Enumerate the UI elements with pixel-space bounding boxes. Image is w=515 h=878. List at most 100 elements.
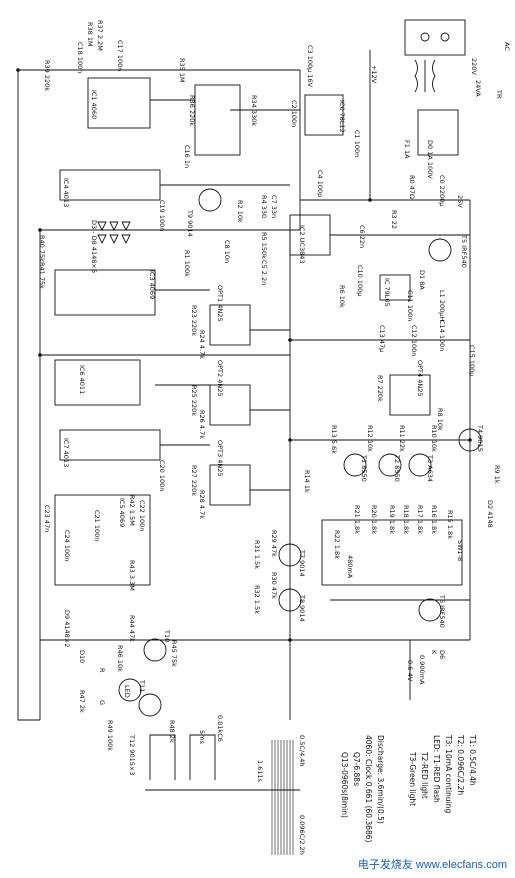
c7-label: C7 33n (270, 195, 278, 218)
r47-label: R47 2k (78, 690, 86, 713)
r16-label: R16 1.8k (430, 505, 438, 534)
meter-current-label: 0.900mA (418, 655, 426, 685)
r36-label: R36 220k (188, 95, 196, 126)
c1-label: C1 100n (353, 130, 361, 157)
note-discharge: Discharge: 3.6min/(0.5) (376, 735, 385, 824)
regulator-label: IC0 78L12 (338, 100, 346, 133)
r45-label: R45 75k (170, 640, 178, 667)
r41-label: R41 75k (38, 262, 46, 289)
c23-label: C23 47n (43, 505, 51, 532)
r10-label: R10 10k (430, 425, 438, 452)
r40-label: R40 75k (38, 235, 46, 262)
opt3-label: OPT3 4N25 (216, 440, 224, 476)
note-q13: Q13-0960s(8min) (340, 752, 349, 818)
c12-label: C12 100n (410, 325, 418, 356)
led-label: LED (123, 685, 131, 698)
waveform-label-1: 0.5C/4.4h (298, 735, 306, 767)
meter-voltage-label: 0.6-4V (406, 660, 414, 682)
r42-label: R42 1.5M (128, 495, 136, 526)
note-led-t2: T2-RED light (420, 751, 429, 799)
r27-label: R27 220k (190, 465, 198, 496)
r31-label: R31 1.5k (253, 540, 261, 569)
t10-label: T10 (163, 629, 171, 642)
r3-label: R3 22 (390, 210, 398, 229)
r44-label: R44 47k (128, 615, 136, 642)
r46-label: R46 10k (116, 645, 124, 672)
mains-voltage-label: 220V (470, 58, 478, 75)
r12-label: R12 10k (366, 425, 374, 452)
t4-label: T4 9015 (476, 424, 484, 452)
note-t3: T3: 10mA continuing (444, 734, 453, 813)
d1-label: D1 8A (418, 270, 426, 290)
mains-connector-label: AC (503, 42, 511, 51)
c17-label: C17 100n (116, 40, 124, 71)
t9-label: T9 9014 (186, 209, 194, 237)
opt2-label: OPT2 4N25 (216, 360, 224, 396)
c24-label: C24 100n (63, 530, 71, 561)
r19-label: R19 1.8k (388, 505, 396, 534)
note-4060: 4060: Clock 0.661 (60.3686) (364, 735, 373, 843)
c15-label: C15 100μ (468, 345, 476, 376)
r6-label: R6 10k (338, 285, 346, 308)
waveform-label-2: 0.096C/2.2h (298, 815, 306, 855)
c5-label: C5 2.2n (260, 260, 268, 285)
r22-label: R22 1.8k (333, 530, 341, 559)
r26-label: R26 4.7k (198, 410, 206, 439)
t7-label: T7 9014 (298, 549, 306, 577)
r20-label: R20 1.8k (370, 505, 378, 534)
t11-label: T11 (138, 679, 146, 692)
led-green-label: G (98, 700, 106, 705)
c19-label: C19 100n (158, 200, 166, 231)
ic5-label: IC5 4069 (118, 498, 126, 527)
t3-label: T3 A634 (426, 454, 434, 482)
t12-label: T12 9015×3 (128, 734, 136, 775)
c6-label: C6 22n (358, 225, 366, 248)
c21-label: C21 100n (93, 510, 101, 541)
r17-label: R17 1.8k (416, 505, 424, 534)
r25-label: R25 220k (190, 385, 198, 416)
c16-label: C16 1n (183, 145, 191, 168)
note-t1: T1: 0.5C/4.4h (468, 734, 477, 786)
note-t2: T2: 0.096C/2.2h (456, 734, 465, 795)
r21-label: R21 1.8k (353, 505, 361, 534)
transformer-label: TR (495, 89, 503, 99)
r28-label: R28 4.7k (198, 490, 206, 519)
led-red-label: R (98, 668, 106, 673)
d3-d8-label: D3 - D8 4148×6 (90, 220, 98, 273)
r43-label: R43 3.3M (128, 560, 136, 591)
r39-label: R39 220k (43, 60, 51, 91)
c2-label: C2 100n (290, 100, 298, 127)
r34-label: R34 330k (250, 95, 258, 126)
r29-label: R29 47k (270, 530, 278, 557)
c10-label: C10 100μ (356, 265, 364, 296)
t5-label: T5 IRF540 (460, 234, 468, 268)
c11-label: C11 100n (406, 290, 414, 321)
r15-label: R15 1.8k (446, 510, 454, 539)
c0-label: C0 2200μ (438, 175, 446, 206)
c8-label: C8 10n (223, 240, 231, 263)
r49-label: R49 100k (106, 720, 114, 751)
switch-array-label: SW1-8 (456, 540, 464, 561)
d9-label: D9 4148×2 (63, 610, 71, 647)
r30-label: R30 47k (270, 572, 278, 599)
d10-label: D10 (78, 650, 86, 663)
r4-label: R4 330 (260, 195, 268, 218)
r32-label: R32 1.5k (253, 585, 261, 614)
c4-label: C4 100p (316, 170, 324, 197)
waveform-top-label: 0.01kC6 (216, 715, 224, 742)
opt1-label: OPT1 4N25 (216, 285, 224, 321)
k-label: K (430, 650, 438, 655)
watermark: 电子发烧友 www.elecfans.com (357, 859, 507, 871)
r1-label: R1 100k (183, 250, 191, 277)
ic-79l05-label: IC 79L05 (383, 278, 391, 307)
l1-label: L1 200μH (438, 290, 446, 321)
d0-label: D0 1A 100V (426, 140, 434, 179)
c20-label: C20 100n (158, 460, 166, 491)
c18-label: C18 100n (76, 42, 84, 73)
c14-label: C14 100n (438, 320, 446, 351)
r11-label: R11 22k (398, 425, 406, 452)
ic7-label: IC7 4013 (62, 438, 70, 467)
c3-label: C3 100μ 16V (306, 45, 314, 88)
note-led: LED: T1-RED flash (432, 735, 441, 803)
r37-label: R37 2.2M (96, 20, 104, 51)
